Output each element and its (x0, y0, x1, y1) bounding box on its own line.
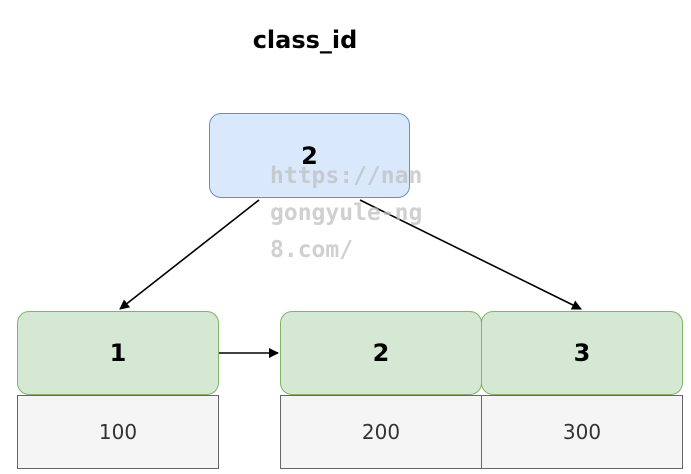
root-node: 2 (209, 113, 410, 198)
leaf-value-label-1: 100 (98, 420, 138, 444)
leaf-key-node-2: 2 (280, 311, 482, 395)
leaf-value-cell-2: 200 (280, 395, 482, 469)
leaf-value-cell-3: 300 (481, 395, 683, 469)
leaf-key-label-3: 3 (573, 339, 591, 367)
leaf-key-label-2: 2 (372, 339, 390, 367)
leaf-key-node-3: 3 (481, 311, 683, 395)
leaf-value-cell-1: 100 (17, 395, 219, 469)
diagram-title: class_id (252, 26, 358, 54)
leaf-key-label-1: 1 (109, 339, 127, 367)
leaf-value-label-2: 200 (361, 420, 401, 444)
edge-root-to-node-3 (359, 199, 582, 310)
leaf-value-label-3: 300 (562, 420, 602, 444)
root-node-label: 2 (301, 141, 318, 170)
edge-root-to-node-1 (119, 199, 260, 310)
leaf-key-node-1: 1 (17, 311, 219, 395)
